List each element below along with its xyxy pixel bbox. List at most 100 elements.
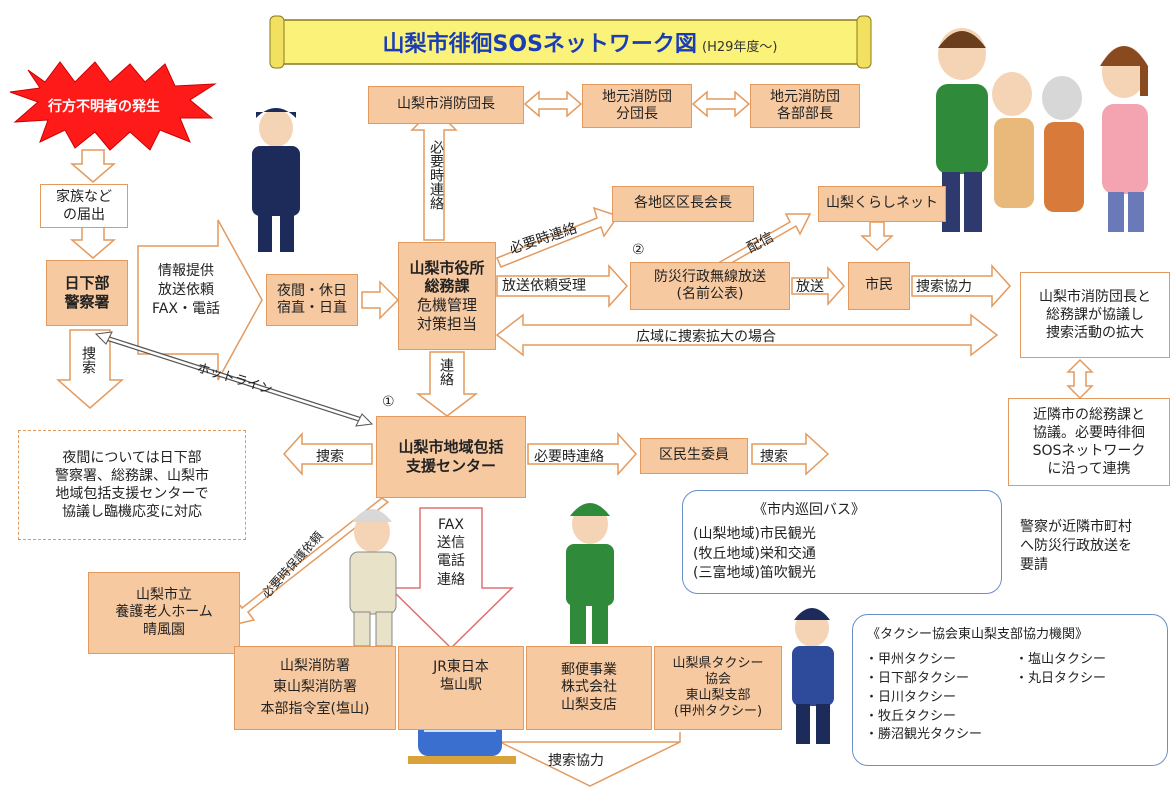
fire-line2: 東山梨消防署 — [273, 679, 357, 696]
neighbor-line1: 近隣市の総務課と — [1033, 406, 1145, 423]
nursing-line3: 晴風園 — [143, 621, 185, 638]
taxi-assoc-box: 山梨県タクシー 協会 東山梨支部 (甲州タクシー) — [654, 646, 782, 730]
need-contact-right-label: 必要時連絡 — [534, 449, 604, 465]
cityhall-line2: 総務課 — [424, 277, 470, 296]
taxi-left-list: ・甲州タクシー ・日下部タクシー ・日川タクシー ・牧丘タクシー ・勝沼観光タク… — [865, 651, 982, 745]
night-note-line1: 夜間については日下部 — [62, 449, 202, 466]
wide-area-label: 広域に捜索拡大の場合 — [636, 329, 776, 345]
housou-label: 放送 — [796, 279, 824, 295]
bousai-line2: (名前公表) — [676, 286, 744, 302]
neighbor-box: 近隣市の総務課と 協議。必要時徘徊 SOSネットワーク に沿って連携 — [1008, 398, 1170, 486]
sousaku-vertical: 捜索 — [80, 346, 96, 374]
cityhall-line1: 山梨市役所 — [409, 258, 485, 277]
shimin-label: 市民 — [865, 277, 893, 294]
night-note-box: 夜間については日下部 警察署、総務課、山梨市 地域包括支援センターで 協議し臨機… — [18, 430, 246, 540]
missing-person-burst — [9, 61, 217, 151]
jr-line1: JR東日本 — [433, 659, 489, 675]
fax-line3: 電話 — [437, 553, 465, 570]
family-report-box: 家族など の届出 — [40, 184, 128, 228]
night-line1: 夜間・休日 — [277, 282, 347, 299]
fax-arrow-label: FAX 送信 電話 連絡 — [426, 516, 476, 589]
taxi-left-4: ・牧丘タクシー — [865, 708, 957, 724]
fax-line2: 送信 — [437, 535, 465, 552]
page-title: 山梨市徘徊SOSネットワーク図 (H29年度〜) — [300, 26, 860, 58]
shimin-box: 市民 — [848, 262, 910, 310]
kakubu-line1: 地元消防団 — [770, 88, 840, 105]
num2-label: ② — [632, 242, 645, 258]
taxi-right-1: ・塩山タクシー — [1015, 652, 1107, 667]
expand-line3: 捜索活動の拡大 — [1046, 325, 1144, 342]
police-req-line2: へ防災行政放送を — [1020, 537, 1132, 554]
need-contact-vertical: 必要時連絡 — [428, 140, 444, 210]
police-line2: 警察署 — [64, 293, 110, 311]
fax-line4: 連絡 — [437, 571, 465, 588]
neighbor-line4: に沿って連携 — [1047, 461, 1131, 478]
postal-worker-illustration — [566, 503, 614, 644]
jr-line2: 塩山駅 — [440, 676, 482, 693]
post-box: 郵便事業 株式会社 山梨支店 — [526, 646, 652, 730]
bus-line1: (山梨地域)市民観光 — [693, 526, 816, 542]
minsei-label: 区民生委員 — [659, 447, 729, 464]
area-heads-label: 各地区区長会長 — [634, 195, 732, 212]
expand-box: 山梨市消防団長と 総務課が協議し 捜索活動の拡大 — [1020, 272, 1170, 358]
renraku-label: 連絡 — [438, 358, 454, 386]
fire-chief-box: 山梨市消防団長 — [368, 86, 524, 124]
area-heads-box: 各地区区長会長 — [612, 186, 754, 222]
taxi-title: 《タクシー協会東山梨支部協力機関》 — [867, 627, 1089, 642]
fire-chief-label: 山梨市消防団長 — [397, 96, 495, 113]
taxi-left-3: ・日川タクシー — [865, 689, 957, 705]
info-line3: FAX・電話 — [152, 300, 220, 317]
night-duty-box: 夜間・休日 宿直・日直 — [266, 274, 358, 326]
fire-line1: 山梨消防署 — [280, 657, 350, 674]
family-illustration — [936, 28, 1148, 232]
center-line1: 山梨市地域包括 — [398, 438, 504, 457]
bus-list: (山梨地域)市民観光 (牧丘地域)栄和交通 (三富地域)笛吹観光 — [693, 525, 816, 584]
bus-panel: 《市内巡回バス》 (山梨地域)市民観光 (牧丘地域)栄和交通 (三富地域)笛吹観… — [682, 490, 1002, 594]
missing-person-label: 行方不明者の発生 — [48, 99, 160, 115]
bunda-line2: 分団長 — [616, 106, 658, 122]
firefighter-illustration — [349, 509, 397, 647]
bus-line2: (牧丘地域)栄和交通 — [693, 545, 816, 562]
nursing-line2: 養護老人ホーム — [115, 604, 213, 621]
police-officer-illustration — [252, 108, 300, 252]
title-banner — [269, 15, 872, 69]
taxi-assoc-line4: (甲州タクシー) — [673, 704, 763, 720]
police-box: 日下部 警察署 — [46, 260, 128, 326]
bousai-line1: 防災行政無線放送 — [654, 268, 766, 285]
fire-station-box: 山梨消防署 東山梨消防署 本部指令室(塩山) — [234, 646, 396, 730]
kakubu-box: 地元消防団 各部部長 — [750, 84, 860, 128]
bousai-box: 防災行政無線放送 (名前公表) — [630, 262, 790, 310]
night-note-line2: 警察署、総務課、山梨市 — [55, 467, 209, 484]
search-coop-label: 捜索協力 — [916, 279, 972, 295]
sousaku-left-label: 捜索 — [316, 449, 344, 465]
cityhall-box: 山梨市役所 総務課 危機管理 対策担当 — [398, 242, 496, 350]
housou-request-label: 放送依頼受理 — [502, 278, 586, 294]
bus-title: 《市内巡回バス》 — [753, 502, 865, 518]
taxi-right-list: ・塩山タクシー ・丸日タクシー — [1015, 651, 1106, 689]
info-arrow-label: 情報提供 放送依頼 FAX・電話 — [146, 262, 226, 319]
taxi-left-2: ・日下部タクシー — [865, 670, 970, 686]
taxi-left-5: ・勝沼観光タクシー — [865, 727, 983, 743]
kurashi-label: 山梨くらしネット — [826, 195, 938, 212]
police-req-line1: 警察が近隣市町村 — [1020, 519, 1132, 535]
fax-line1: FAX — [438, 517, 464, 533]
fire-line3: 本部指令室(塩山) — [260, 700, 370, 717]
post-line2: 株式会社 — [561, 679, 617, 696]
taxi-assoc-line3: 東山梨支部 — [685, 688, 751, 703]
bottom-coop-label: 捜索協力 — [548, 753, 604, 769]
taxi-assoc-line2: 協会 — [704, 671, 731, 687]
police-line1: 日下部 — [64, 274, 110, 293]
bunda-line1: 地元消防団 — [602, 88, 672, 105]
expand-line1: 山梨市消防団長と — [1039, 288, 1151, 305]
cityhall-line3: 危機管理 — [416, 296, 477, 314]
title-sub: (H29年度〜) — [702, 40, 778, 55]
taxi-left-1: ・甲州タクシー — [865, 652, 957, 667]
police-request-text: 警察が近隣市町村 へ防災行政放送を 要請 — [1020, 518, 1168, 575]
family-line1: 家族など — [56, 188, 112, 205]
taxi-driver-illustration — [792, 608, 834, 744]
night-note-line3: 地域包括支援センターで — [55, 486, 209, 502]
expand-line2: 総務課が協議し — [1046, 306, 1144, 323]
minsei-box: 区民生委員 — [640, 438, 748, 474]
title-main: 山梨市徘徊SOSネットワーク図 — [382, 32, 697, 57]
num1-label: ① — [382, 394, 395, 410]
